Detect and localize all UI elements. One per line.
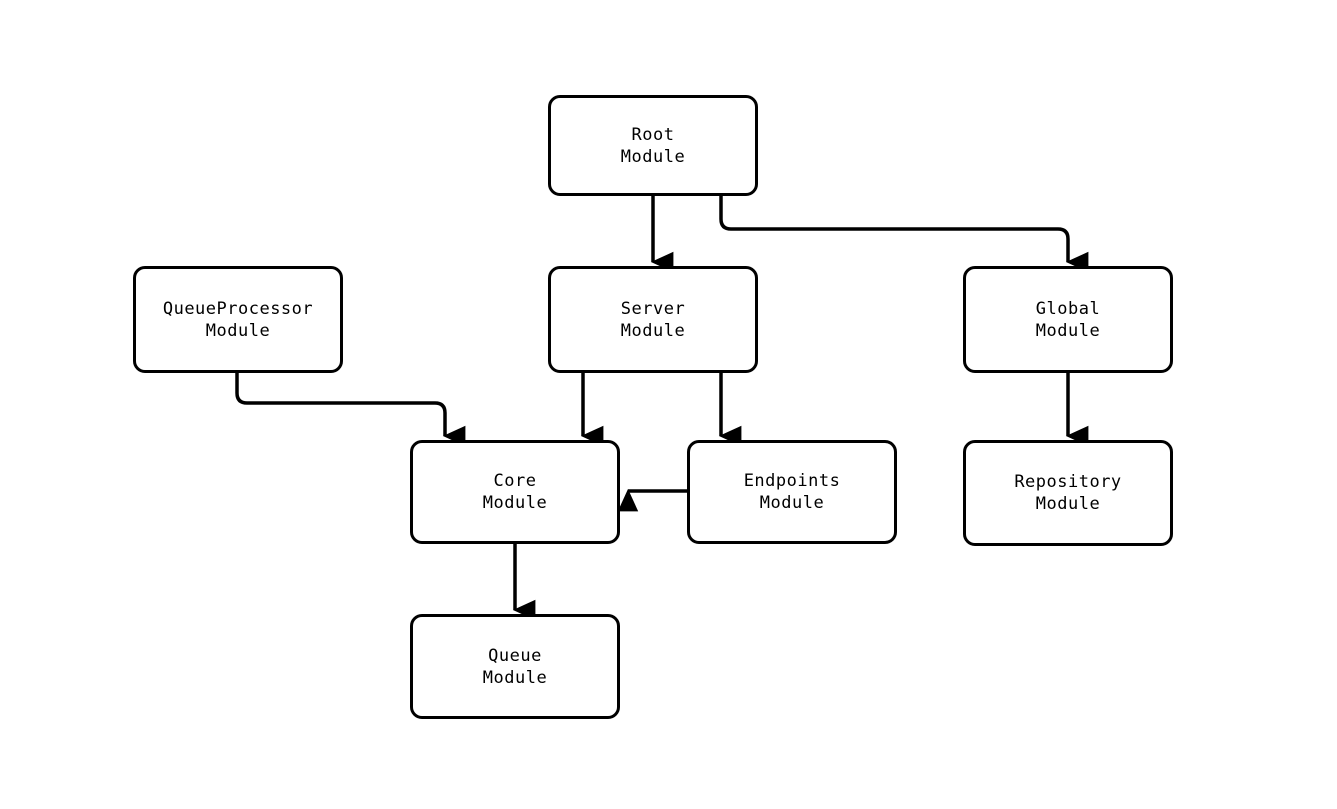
node-endpoints-line1: Endpoints	[743, 471, 841, 491]
node-endpoints-line2: Module	[759, 493, 825, 513]
node-server-line2: Module	[620, 320, 686, 341]
node-queue-line1: Queue	[488, 645, 542, 666]
node-server[interactable]: Server Module	[548, 266, 758, 373]
node-queue-line2: Module	[482, 667, 548, 688]
node-root[interactable]: Root Module	[548, 95, 758, 196]
node-repository-line2: Module	[1035, 494, 1101, 514]
node-queueprocessor-line1: QueueProcessor	[162, 298, 314, 319]
node-core-line2: Module	[482, 493, 548, 513]
node-queueprocessor-line2: Module	[205, 320, 271, 341]
node-endpoints[interactable]: Endpoints Module	[687, 440, 897, 544]
node-global-line1: Global	[1035, 298, 1101, 319]
node-repository[interactable]: Repository Module	[963, 440, 1173, 546]
node-queue[interactable]: Queue Module	[410, 614, 620, 719]
node-core[interactable]: Core Module	[410, 440, 620, 544]
node-root-line1: Root	[631, 124, 675, 145]
node-global[interactable]: Global Module	[963, 266, 1173, 373]
node-core-line1: Core	[493, 471, 537, 491]
node-server-line1: Server	[620, 298, 686, 319]
edge-root-global	[719, 196, 1089, 273]
node-repository-line1: Repository	[1014, 472, 1122, 492]
edge-queueprocessor-core	[235, 373, 466, 447]
node-root-line2: Module	[620, 146, 686, 167]
node-queueprocessor[interactable]: QueueProcessor Module	[133, 266, 343, 373]
node-global-line2: Module	[1035, 320, 1101, 341]
